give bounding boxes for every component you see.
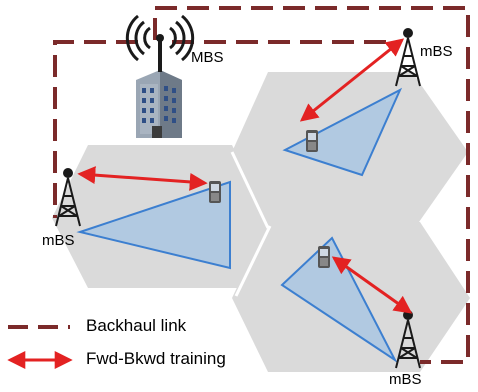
- label-mbs-left: mBS: [42, 232, 75, 249]
- legend-training-label: Fwd-Bkwd training: [86, 349, 226, 368]
- backhaul-link: [153, 6, 470, 364]
- mobile-phone-icon: [306, 130, 318, 152]
- beam-left: [76, 180, 231, 270]
- cell-tower-icon: [55, 168, 81, 227]
- label-macro-bs: MBS: [191, 49, 224, 66]
- training-arrow: [331, 256, 413, 314]
- training-arrow: [299, 38, 405, 122]
- cell-gap-line: [230, 151, 270, 229]
- mobile-phone-icon: [318, 246, 330, 268]
- backhaul-link: [53, 40, 138, 218]
- training-arrow: [77, 166, 208, 191]
- mobile-phone-icon: [209, 181, 221, 203]
- label-mbs-bottom-right: mBS: [389, 371, 422, 388]
- label-mbs-top-right: mBS: [420, 43, 453, 60]
- building-antenna-icon: [125, 14, 195, 138]
- legend-backhaul-label: Backhaul link: [86, 316, 187, 335]
- cell-gap-line: [234, 225, 272, 297]
